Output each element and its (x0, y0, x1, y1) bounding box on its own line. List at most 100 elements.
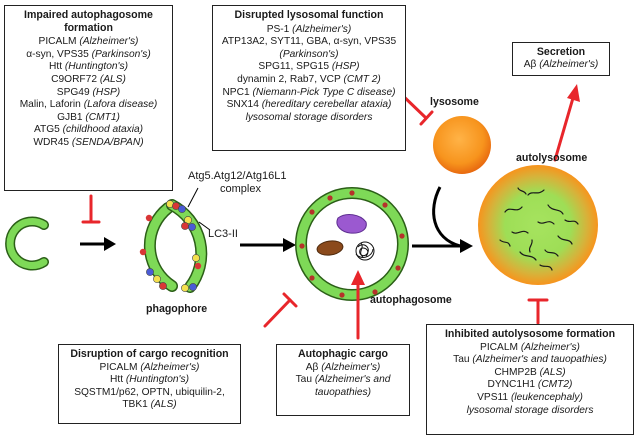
cargo-recognition-row: PICALM (Alzheimer's) (59, 362, 240, 375)
autophagic-cargo-box: Autophagic cargo Aβ (Alzheimer's)Tau (Al… (276, 344, 410, 416)
disease-text: (childhood ataxia) (62, 124, 144, 136)
disease-text: lysosomal storage disorders (466, 404, 594, 416)
gene-text: C9ORF72 (51, 73, 100, 85)
secretion-title: Secretion (536, 46, 586, 58)
disease-text: (CMT 2) (343, 73, 381, 85)
inhibited-row: DYNC1H1 (CMT2) (427, 379, 633, 392)
disease-text: (Huntington's) (125, 374, 189, 386)
autophagosome-vesicle (295, 187, 409, 301)
atg-complex-label-1: Atg5.Atg12/Atg16L1 (188, 170, 287, 182)
gene-text: GJB1 (57, 111, 86, 123)
gene-text: ATG5 (33, 124, 63, 136)
phagophore-label: phagophore (146, 303, 208, 315)
lysosomal-row: PS-1 (Alzheimer's) (213, 24, 405, 37)
gene-text: SQSTM1/p62, OPTN, ubiquilin-2, (74, 386, 225, 398)
gene-text: VPS11 (477, 391, 511, 403)
fusion-arrow (432, 186, 461, 248)
gene-text: TBK1 (122, 399, 151, 411)
gene-text: Tau (295, 374, 315, 386)
lysosomal-row: SNX14 (hereditary cerebellar ataxia) (213, 99, 405, 112)
cargo-row: Tau (Alzheimer's and (277, 374, 409, 387)
inhibited-row: Tau (Alzheimer's and tauopathies) (427, 354, 633, 367)
disease-text: (Alzheimer's) (292, 23, 352, 35)
gene-text: Htt (110, 374, 126, 386)
cargo-recognition-row: SQSTM1/p62, OPTN, ubiquilin-2, (59, 387, 240, 400)
inhibited-row: CHMP2B (ALS) (427, 367, 633, 380)
arrow-to-phagophore (104, 237, 116, 251)
lysosomal-row: NPC1 (Niemann-Pick Type C disease) (213, 87, 405, 100)
cargo-protein-purple (336, 214, 367, 234)
impaired-row: SPG49 (HSP) (5, 87, 172, 100)
disease-text: (Alzheimer's) (520, 341, 580, 353)
gene-text: NPC1 (222, 86, 253, 98)
gene-text: DYNC1H1 (487, 379, 538, 391)
gene-text: PICALM (38, 36, 80, 48)
lc3-label: LC3-II (208, 228, 238, 240)
lysosomal-row: (Parkinson's) (213, 49, 405, 62)
disease-text: (HSP) (331, 61, 360, 73)
disease-text: (Parkinson's) (91, 48, 151, 60)
gene-text: PICALM (99, 361, 141, 373)
gene-text: PS-1 (266, 23, 293, 35)
cargo-aggregate (355, 241, 375, 261)
impaired-row: Htt (Huntington's) (5, 61, 172, 74)
disease-text: (Parkinson's) (279, 48, 339, 60)
disease-text: (hereditary cerebellar ataxia) (261, 99, 392, 111)
impaired-row: Malin, Laforin (Lafora disease) (5, 99, 172, 112)
cargo-row: tauopathies) (277, 387, 409, 400)
secretion-row: Aβ (Alzheimer's) (513, 59, 609, 72)
disease-text: (Alzheimer's and (314, 374, 391, 386)
phagophore-membrane (139, 199, 208, 293)
impaired-row: C9ORF72 (ALS) (5, 74, 172, 87)
atg-complex-label-2: complex (220, 183, 261, 195)
disease-text: (Alzheimer's) (79, 36, 139, 48)
impaired-title-2: formation (64, 21, 113, 34)
disease-text: (Lafora disease) (83, 99, 158, 111)
gene-text: SPG49 (56, 86, 93, 98)
arrow-to-autophagosome (283, 238, 296, 252)
autolysosome-label: autolysosome (516, 152, 588, 164)
impaired-formation-box: Impaired autophagosome formation PICALM … (4, 5, 173, 191)
autophagosome-label: autophagosome (370, 294, 452, 306)
cargo-recognition-title: Disruption of cargo recognition (70, 348, 229, 360)
gene-text: SNX14 (226, 99, 262, 111)
autolysosome-vesicle (478, 165, 598, 285)
disease-text: (SENDA/BPAN) (71, 136, 144, 148)
secretion-arrowhead (567, 84, 580, 102)
disease-text: (leukencephaly) (510, 391, 583, 403)
disease-text: (Alzheimer's) (321, 361, 381, 373)
lysosomal-row: SPG11, SPG15 (HSP) (213, 61, 405, 74)
disease-text: (Alzheimer's) (140, 361, 200, 373)
disease-text: (Alzheimer's and tauopathies) (472, 354, 607, 366)
secretion-box: Secretion Aβ (Alzheimer's) (512, 42, 610, 76)
gene-text: Malin, Laforin (19, 99, 84, 111)
gene-text: Tau (453, 354, 473, 366)
inhibited-row: VPS11 (leukencephaly) (427, 392, 633, 405)
gene-text: CHMP2B (494, 366, 540, 378)
cargo-recognition-row: Htt (Huntington's) (59, 374, 240, 387)
disease-text: lysosomal storage disorders (245, 111, 373, 123)
lysosome-vesicle (433, 116, 491, 174)
lysosomal-function-box: Disrupted lysosomal function PS-1 (Alzhe… (212, 5, 406, 151)
inhibited-row: PICALM (Alzheimer's) (427, 342, 633, 355)
disease-text: (ALS) (539, 366, 566, 378)
cargo-mitochondrion (316, 240, 344, 256)
disease-text: tauopathies) (314, 386, 372, 398)
gene-text: Aβ (305, 361, 322, 373)
gene-text: PICALM (480, 341, 521, 353)
lysosome-label: lysosome (430, 96, 479, 108)
impaired-row: α-syn, VPS35 (Parkinson's) (5, 49, 172, 62)
lysosomal-row: ATP13A2, SYT11, GBA, α-syn, VPS35 (213, 36, 405, 49)
cargo-title: Autophagic cargo (297, 348, 389, 360)
disease-text: (ALS) (150, 399, 177, 411)
impaired-row: WDR45 (SENDA/BPAN) (5, 137, 172, 150)
lysosomal-row: lysosomal storage disorders (213, 112, 405, 125)
disease-text: (Huntington's) (64, 61, 128, 73)
cargo-recognition-row: TBK1 (ALS) (59, 399, 240, 412)
gene-text: Htt (49, 61, 65, 73)
lysosomal-row: dynamin 2, Rab7, VCP (CMT 2) (213, 74, 405, 87)
gene-text: ATP13A2, SYT11, GBA, α-syn, VPS35 (221, 36, 397, 48)
impaired-row: ATG5 (childhood ataxia) (5, 124, 172, 137)
gene-text: α-syn, VPS35 (26, 48, 92, 60)
cargo-row: Aβ (Alzheimer's) (277, 362, 409, 375)
